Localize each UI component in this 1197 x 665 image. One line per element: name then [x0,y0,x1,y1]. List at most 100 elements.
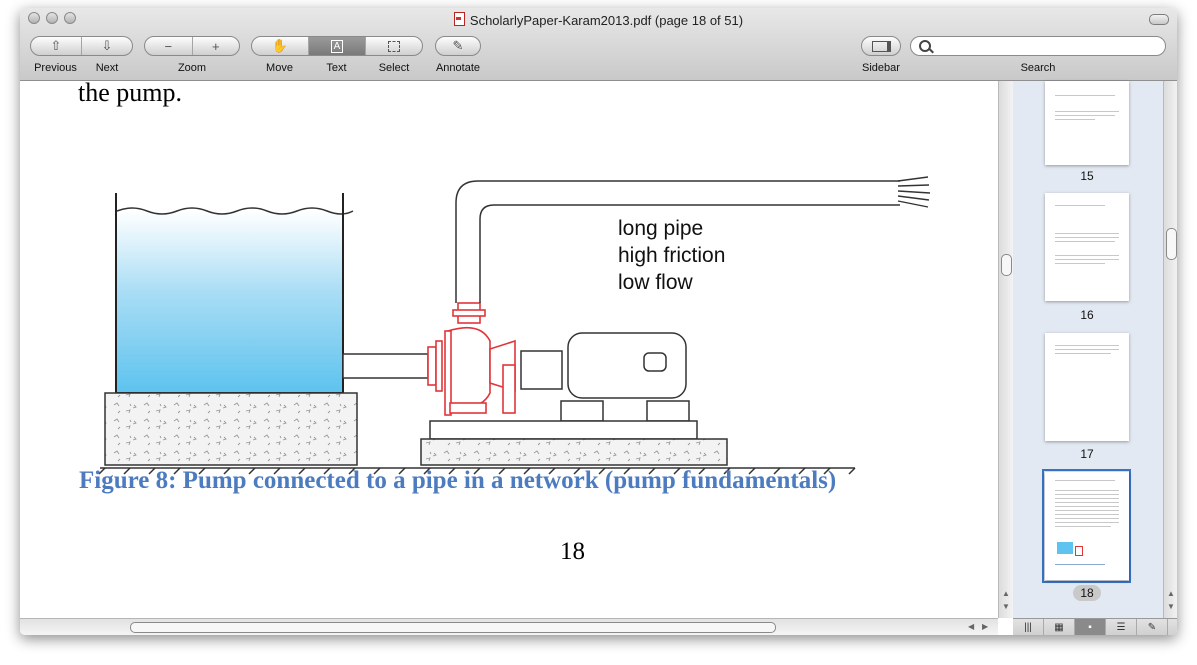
scroll-left-arrow[interactable]: ◀ [968,622,975,631]
thumb-line [1055,353,1111,354]
select-tool-button[interactable] [366,37,422,55]
search-icon [919,40,931,52]
zoom-in-button[interactable]: + [193,37,240,55]
thumb-line [1055,233,1119,234]
thumb-line [1055,526,1111,527]
thumb-line [1055,237,1119,238]
discharge-pipe [455,176,931,303]
annotate-button[interactable]: ✎ [436,37,480,55]
pencil-icon: ✎ [452,38,464,53]
marquee-icon [388,40,400,52]
plus-icon: + [211,38,220,54]
thumbnail-label-15: 15 [1080,169,1094,183]
arrow-up-icon: ⇧ [50,38,62,53]
next-page-button[interactable]: ⇩ [82,37,132,55]
window-title: ScholarlyPaper-Karam2013.pdf (page 18 of… [20,12,1177,28]
annotate-label: Annotate [435,62,481,74]
text-cursor-icon: A [330,39,344,53]
tank [115,193,354,394]
toolbar: ScholarlyPaper-Karam2013.pdf (page 18 of… [20,8,1177,81]
scroll-right-arrow[interactable]: ▶ [982,622,989,631]
thumb-line [1055,119,1095,120]
thumbnail-label-18: 18 [1045,585,1129,601]
previous-label: Previous [34,62,77,74]
figure-caption: Figure 8: Pump connected to a pipe in a … [79,467,837,494]
thumb-figure-water [1057,542,1073,554]
thumb-line [1055,259,1119,260]
thumb-line [1055,480,1115,481]
document-horizontal-scrollbar[interactable]: ◀ ▶ [20,618,998,635]
sidebar-vertical-scrollbar[interactable]: ▲ ▼ [1163,81,1177,618]
thumb-line [1055,522,1119,523]
thumb-line [1055,263,1105,264]
thumbnail-page-17[interactable] [1045,333,1129,441]
previous-page-button[interactable]: ⇧ [31,37,82,55]
page-nav-segment: ⇧ ⇩ [30,36,133,56]
annotations-view-button[interactable]: ✎ [1137,619,1168,635]
sidebar-label: Sidebar [862,62,900,74]
zoom-out-button[interactable]: − [145,37,193,55]
thumbnail-page-15[interactable] [1045,81,1129,165]
thumbnail-sidebar: 15 16 17 [1013,81,1163,618]
text-tool-button[interactable]: A [309,37,366,55]
thumbnail-label-17: 17 [1080,447,1094,461]
document-vertical-scrollbar[interactable]: ▲ ▼ [998,81,1013,618]
thumb-line [1055,498,1119,499]
suction-pipe [342,353,429,379]
search-input[interactable] [935,39,1159,55]
thumb-line [1055,518,1119,519]
zoom-segment: − + [144,36,240,56]
table-of-contents-button[interactable]: ☰ [1106,619,1137,635]
figure-label-long-pipe: long pipe [618,217,703,240]
thumb-line [1055,490,1119,491]
contact-sheet-view-button[interactable]: ▦ [1044,619,1075,635]
body-text: the pump. [78,81,182,107]
document-scroll-thumb[interactable] [1001,254,1012,276]
thumb-line [1055,115,1115,116]
thumb-line [1055,205,1105,206]
sidebar-scroll-thumb[interactable] [1166,228,1177,260]
pump-figure: long pipe high friction low flow [98,176,931,475]
sidebar-scroll-up-arrow[interactable]: ▲ [1167,589,1175,598]
thumbnail-label-16: 16 [1080,308,1094,322]
horizontal-scroll-thumb[interactable] [130,622,776,633]
scroll-up-arrow[interactable]: ▲ [1002,589,1010,598]
zoom-window-button[interactable] [64,12,76,24]
document-view[interactable]: the pump. [20,81,998,618]
page-number: 18 [560,538,585,565]
sidebar-icon [871,40,891,52]
sidebar-scroll-down-arrow[interactable]: ▼ [1167,602,1175,611]
list-icon: ☰ [1116,622,1126,633]
sidebar-toggle-button[interactable] [862,37,900,55]
thumb-line [1055,345,1119,346]
hand-icon: ✋ [271,38,289,53]
sidebar-segment [861,36,901,56]
thumbnail-view-button[interactable]: ▪ [1075,619,1106,635]
annotate-segment: ✎ [435,36,481,56]
pencil-small-icon: ✎ [1147,622,1157,633]
scroll-down-arrow[interactable]: ▼ [1002,602,1010,611]
motor-base [420,420,728,466]
search-field[interactable] [910,36,1166,56]
preview-window: ScholarlyPaper-Karam2013.pdf (page 18 of… [20,8,1177,635]
thumb-figure-pump [1075,546,1083,556]
text-label: Text [326,62,347,74]
close-window-button[interactable] [28,12,40,24]
thumbnail-page-18[interactable] [1045,472,1129,580]
figure-label-low-flow: low flow [618,271,694,294]
thumbnail-page-16[interactable] [1045,193,1129,301]
thumbnails-icon: ▪ [1088,622,1092,633]
figure-label-high-friction: high friction [618,244,725,267]
thumb-line [1055,514,1119,515]
move-tool-button[interactable]: ✋ [252,37,309,55]
search-label: Search [1020,62,1056,74]
thumb-line [1055,241,1115,242]
toolbar-toggle-button[interactable] [1149,14,1169,25]
sidebar-resize-icon[interactable]: ||| [1013,619,1044,635]
move-label: Move [266,62,293,74]
minimize-window-button[interactable] [46,12,58,24]
grid-icon: ▦ [1054,622,1064,633]
thumb-line [1055,510,1119,511]
thumbnail-selection-frame [1042,469,1131,583]
window-title-text: ScholarlyPaper-Karam2013.pdf (page 18 of… [469,13,744,28]
